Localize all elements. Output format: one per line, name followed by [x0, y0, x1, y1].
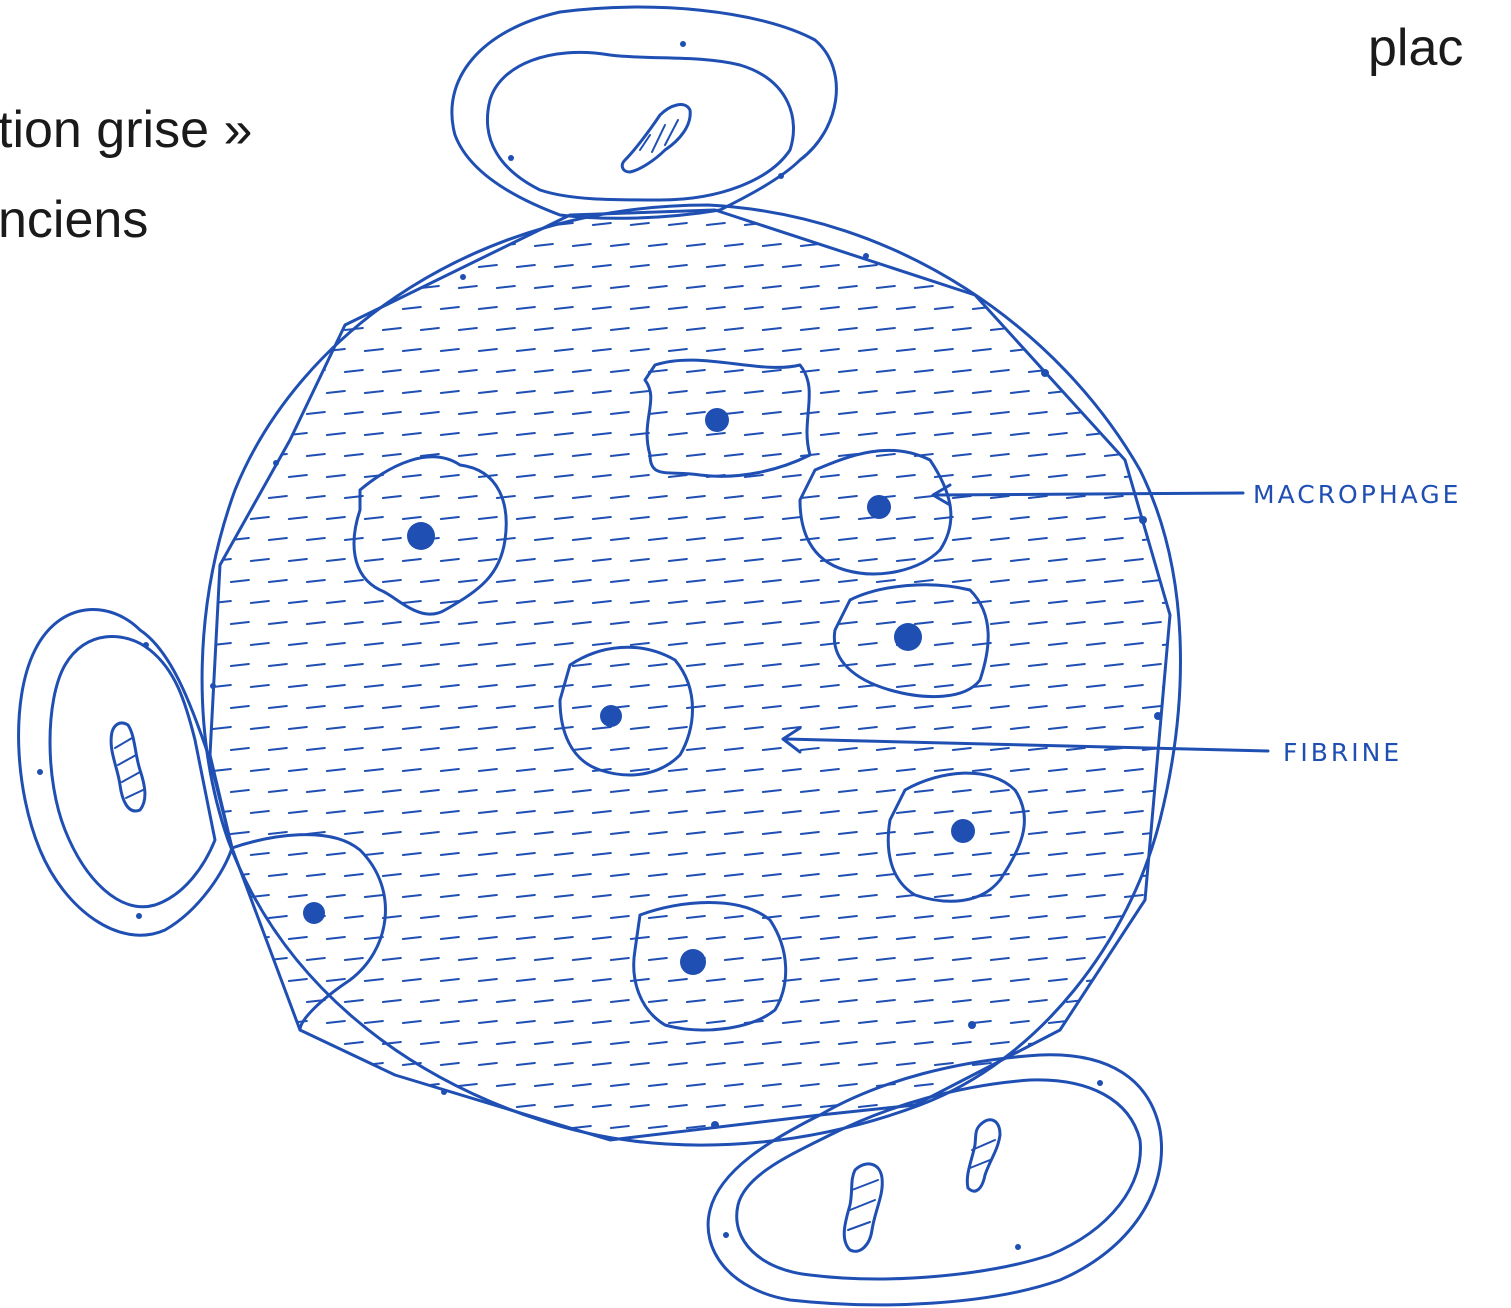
macrophage-cell	[634, 903, 786, 1031]
macrophage-nucleus	[600, 705, 622, 727]
macrophage-cells	[354, 360, 1024, 1030]
macrophage-nucleus	[705, 408, 729, 432]
arrow-macrophage	[933, 485, 1243, 505]
macrophage-nucleus	[407, 522, 435, 550]
macrophage-cell	[560, 647, 693, 775]
fibrine-hatching	[213, 223, 1199, 1128]
macrophage-nucleus	[894, 623, 922, 651]
macrophage-nucleus	[867, 495, 891, 519]
wall-nuclei	[210, 253, 1162, 1129]
capillary-left	[19, 610, 232, 936]
pneumocyte-nucleus	[303, 902, 325, 924]
alveolar-wall	[202, 205, 1180, 1145]
capillary-bottom-right	[708, 1055, 1161, 1305]
macrophage-nucleus	[680, 949, 706, 975]
macrophage-label: MACROPHAGE	[1253, 482, 1461, 507]
capillary-top	[452, 7, 837, 218]
macrophage-nucleus	[951, 819, 975, 843]
fibrine-label: FIBRINE	[1283, 740, 1402, 765]
